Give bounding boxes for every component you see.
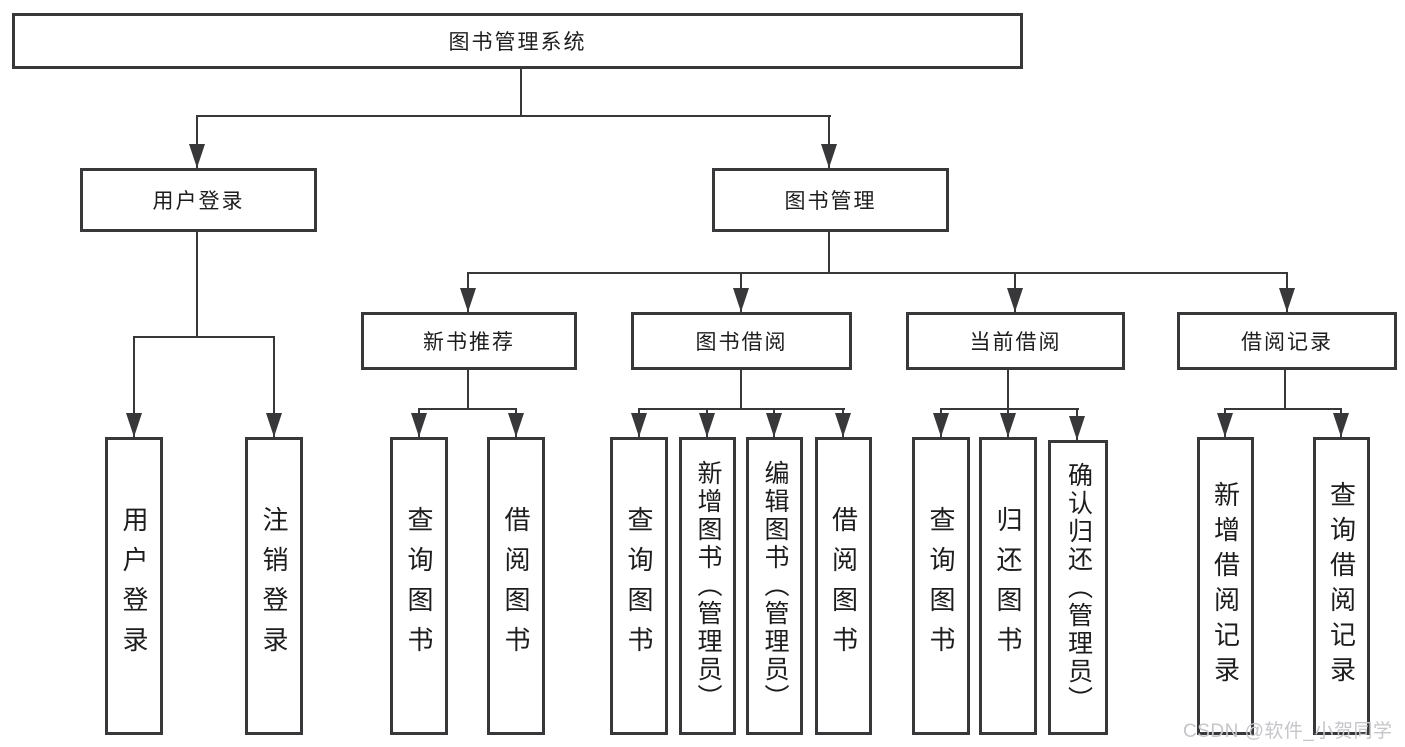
node-book-borrowing: 图书借阅 [631,312,852,370]
leaf-bb-query-books: 查询图书 [610,437,668,735]
node-new-book-recommend: 新书推荐 [361,312,577,370]
leaf-nb-query-books: 查询图书 [390,437,448,735]
leaf-br-query-record: 查询借阅记录 [1313,437,1370,735]
leaf-bb-query-books-label: 查询图书 [624,506,654,666]
connector-new-book-branch [418,408,517,410]
node-book-borrowing-label: 图书借阅 [695,331,788,354]
arrowhead-current-borrow [1007,288,1023,312]
connector-to-book-management [828,115,830,168]
connector-current-borrow-branch [940,408,1079,410]
leaf-nb-borrow-books-label: 借阅图书 [501,506,531,666]
arrowhead-new-book [460,288,476,312]
arrowhead-book-management [821,144,837,168]
leaf-logout-label: 注销登录 [259,506,289,666]
connector-to-leaf-login [133,336,135,437]
leaf-user-login-label: 用户登录 [119,506,149,666]
arrowhead-bb-borrow [835,413,851,437]
arrowhead-leaf-logout [266,413,282,437]
connector-root-stem [520,69,522,115]
node-current-borrowing: 当前借阅 [906,312,1125,370]
node-user-login: 用户登录 [80,168,317,232]
connector-to-leaf-logout [273,336,275,437]
arrowhead-user-login [189,144,205,168]
leaf-br-add-record: 新增借阅记录 [1197,437,1254,735]
node-root-label: 图书管理系统 [448,31,587,54]
node-book-management-label: 图书管理 [784,190,877,213]
leaf-bb-edit-books-admin-label: 编辑图书（管理员） [761,460,789,712]
arrowhead-bb-query [631,413,647,437]
node-book-management: 图书管理 [712,168,949,232]
arrowhead-bb-edit [766,413,782,437]
connector-book-borrow-stem [740,370,742,408]
connector-level3-branch [467,272,1288,274]
leaf-bb-borrow-books-label: 借阅图书 [828,506,859,666]
connector-user-login-stem [196,232,198,336]
csdn-watermark: CSDN @软件_小贺同学 [1183,721,1393,742]
connector-user-login-branch [133,336,275,338]
leaf-cb-return-books-label: 归还图书 [993,506,1023,666]
connector-new-book-stem [467,370,469,408]
arrowhead-nb-query [411,413,427,437]
leaf-bb-add-books-admin-label: 新增图书（管理员） [694,460,722,712]
arrowhead-cb-return [1000,413,1016,437]
connector-to-user-login [196,115,198,168]
node-new-book-recommend-label: 新书推荐 [423,331,515,354]
leaf-bb-borrow-books: 借阅图书 [815,437,872,735]
leaf-br-query-record-label: 查询借阅记录 [1326,481,1357,691]
leaf-nb-borrow-books: 借阅图书 [487,437,545,735]
arrowhead-nb-borrow [508,413,524,437]
connector-borrow-records-branch [1224,408,1342,410]
arrowhead-cb-confirm [1069,416,1085,440]
leaf-nb-query-books-label: 查询图书 [404,506,434,666]
leaf-cb-query-books-label: 查询图书 [926,506,956,666]
connector-borrow-records-stem [1284,370,1286,408]
node-borrowing-records-label: 借阅记录 [1241,331,1333,354]
arrowhead-borrow-records [1279,288,1295,312]
connector-current-borrow-stem [1007,370,1009,408]
arrowhead-bb-add [699,413,715,437]
arrowhead-br-query [1333,413,1349,437]
leaf-cb-query-books: 查询图书 [912,437,970,735]
arrowhead-leaf-login [126,413,142,437]
leaf-user-login: 用户登录 [105,437,163,735]
connector-level1-branch [196,115,831,117]
arrowhead-book-borrow [733,288,749,312]
leaf-cb-confirm-return-admin-label: 确认归还（管理员） [1064,461,1093,714]
leaf-br-add-record-label: 新增借阅记录 [1210,481,1241,691]
leaf-bb-add-books-admin: 新增图书（管理员） [679,437,736,735]
connector-book-borrow-branch [638,408,845,410]
connector-book-management-stem [828,232,830,272]
node-borrowing-records: 借阅记录 [1177,312,1397,370]
leaf-cb-confirm-return-admin: 确认归还（管理员） [1048,440,1108,735]
leaf-cb-return-books: 归还图书 [979,437,1037,735]
leaf-bb-edit-books-admin: 编辑图书（管理员） [746,437,803,735]
node-current-borrowing-label: 当前借阅 [969,331,1062,354]
leaf-logout: 注销登录 [245,437,303,735]
arrowhead-cb-query [933,413,949,437]
node-user-login-label: 用户登录 [152,190,245,213]
arrowhead-br-add [1217,413,1233,437]
node-root: 图书管理系统 [12,13,1023,69]
